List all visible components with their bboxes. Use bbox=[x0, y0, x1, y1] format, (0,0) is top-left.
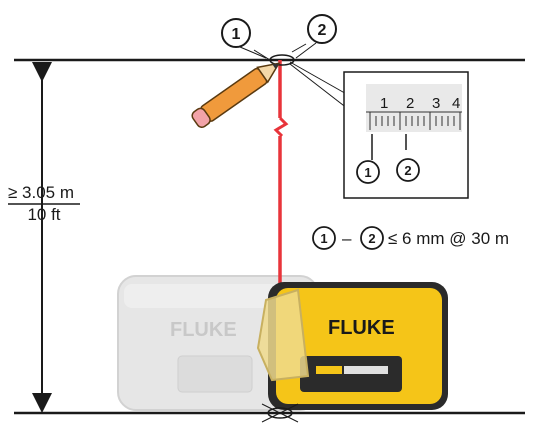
laser-beam-break bbox=[273, 116, 289, 138]
callout-1-label: 1 bbox=[232, 26, 241, 43]
laser-window bbox=[256, 288, 310, 382]
ruler-callout-2-circle bbox=[396, 158, 420, 182]
min-distance-imperial: 10 ft bbox=[27, 205, 61, 224]
tolerance-callout-1-circle bbox=[312, 226, 336, 250]
callout-2-circle bbox=[307, 14, 337, 44]
floor-laser-spot bbox=[267, 407, 293, 419]
ruler-tick-2: 2 bbox=[406, 95, 414, 112]
tolerance-callout-2-circle bbox=[360, 226, 384, 250]
ghost-device-logo: FLUKE bbox=[170, 319, 237, 341]
tolerance-separator: – bbox=[342, 229, 352, 248]
tolerance-spec: ≤ 6 mm @ 30 m bbox=[388, 229, 510, 248]
tolerance-callout-1-label: 1 bbox=[320, 231, 327, 246]
callout-2-label: 2 bbox=[318, 22, 327, 39]
ruler-zoom-callout: 1 2 3 4 1 2 bbox=[343, 71, 469, 199]
ruler-callout-2-label: 2 bbox=[404, 163, 411, 178]
ruler-tick-1: 1 bbox=[380, 95, 388, 112]
min-distance-metric: ≥ 3.05 m bbox=[8, 183, 75, 202]
device-logo: FLUKE bbox=[328, 317, 395, 339]
callout-1-circle bbox=[221, 18, 251, 48]
ruler-tick-3: 3 bbox=[432, 95, 440, 112]
pencil-icon bbox=[191, 62, 281, 128]
ruler-callout-1-circle bbox=[356, 160, 380, 184]
ruler-ticks bbox=[369, 112, 461, 130]
ruler-tick-4: 4 bbox=[452, 95, 460, 112]
ruler-callout-1-label: 1 bbox=[364, 165, 371, 180]
fluke-laser-device: FLUKE bbox=[256, 282, 448, 410]
tolerance-callout-2-label: 2 bbox=[368, 231, 375, 246]
